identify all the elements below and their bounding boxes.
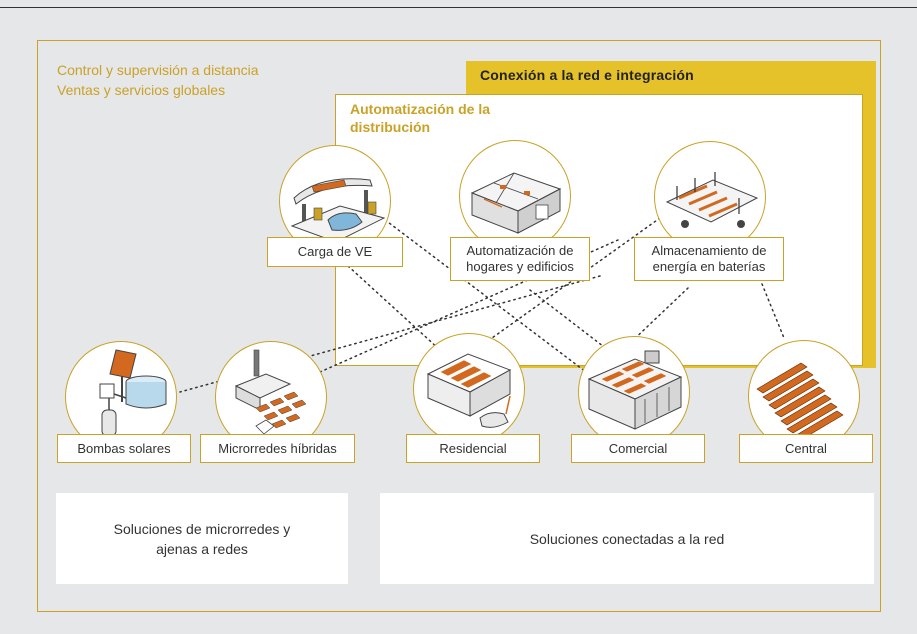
ongrid-solutions-panel: Soluciones conectadas a la red	[380, 493, 874, 584]
node-label-pumps: Bombas solares	[57, 434, 191, 463]
node-label-home: Automatización de hogares y edificios	[450, 237, 590, 281]
connector-battery-central	[761, 283, 785, 339]
connector-ev-commercial	[371, 209, 591, 376]
node-label-commercial: Comercial	[571, 434, 705, 463]
grid-integration-title: Conexión a la red e integración	[480, 67, 694, 83]
node-label-microgrid: Microrredes híbridas	[200, 434, 355, 463]
battery-rack-icon	[665, 172, 759, 228]
offgrid-solutions-label: Soluciones de microrredes y ajenas a red…	[113, 520, 291, 557]
solar-pump-icon	[99, 349, 167, 437]
node-label-ev: Carga de VE	[267, 237, 403, 267]
remote-monitoring-label: Control y supervisión a distancia	[57, 62, 259, 78]
solar-farm-icon	[756, 362, 844, 442]
house-icon	[426, 353, 512, 428]
global-sales-label: Ventas y servicios globales	[57, 82, 226, 98]
ongrid-solutions-label: Soluciones conectadas a la red	[529, 530, 725, 547]
offgrid-solutions-panel: Soluciones de microrredes y ajenas a red…	[56, 493, 348, 584]
commercial-illustration	[578, 336, 690, 448]
node-label-residential: Residencial	[406, 434, 540, 463]
outer-frame	[37, 40, 881, 612]
home-automation-illustration	[459, 140, 571, 252]
connector-ev-residential	[335, 254, 441, 351]
remote-services-text: Control y supervisión a distancia Ventas…	[57, 60, 259, 100]
connector-battery-residential	[477, 217, 661, 349]
ev-charger-icon	[290, 178, 386, 243]
building-icon	[470, 172, 562, 234]
battery-storage-illustration	[654, 141, 766, 253]
commercial-building-icon	[587, 350, 683, 430]
top-rule	[0, 7, 917, 8]
distribution-automation-title: Automatización de la distribución	[350, 101, 491, 135]
node-label-central: Central	[739, 434, 873, 463]
residential-illustration	[413, 333, 525, 445]
node-label-battery: Almacenamiento de energía en baterías	[634, 237, 784, 281]
connector-home-commercial	[529, 289, 609, 351]
central-illustration	[748, 340, 860, 452]
microgrid-icon	[234, 349, 307, 435]
